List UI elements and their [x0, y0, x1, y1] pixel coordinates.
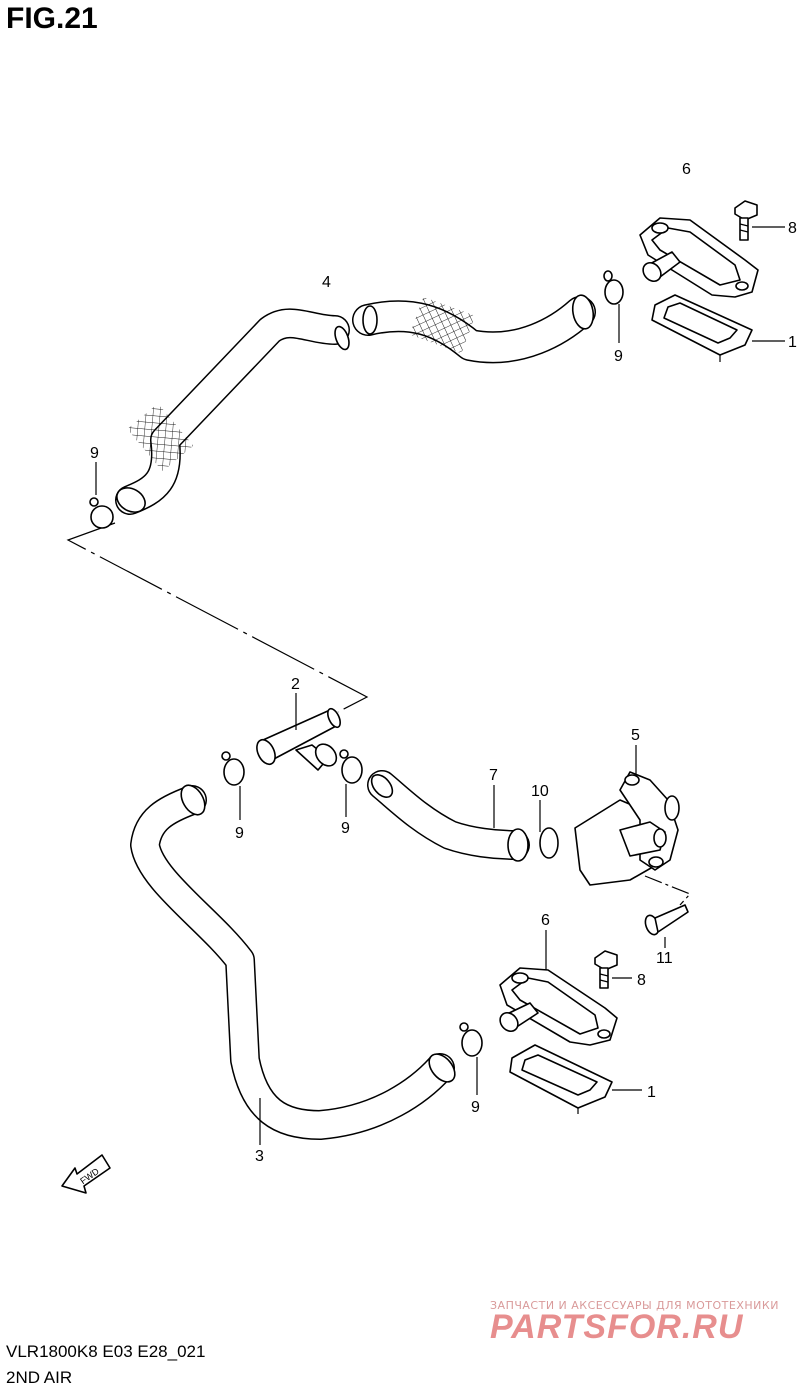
callout-9-tjoint-right: 9	[341, 820, 350, 837]
clamp-9-tjoint-right	[339, 749, 363, 817]
figure-subtitle: 2ND AIR	[6, 1368, 73, 1387]
part-6-cover-bottom	[499, 930, 618, 1046]
watermark-logo: PARTSFOR.RU	[490, 1308, 744, 1346]
callout-9-bottom: 9	[471, 1099, 480, 1116]
bolt-8-bottom	[594, 950, 632, 989]
callout-1-top: 1	[788, 334, 797, 351]
part-1-gasket-top	[651, 294, 785, 362]
fwd-arrow-icon: FWD	[61, 1154, 111, 1194]
callout-3: 3	[255, 1148, 264, 1165]
clamp-9-top-right	[603, 270, 624, 343]
callout-11: 11	[656, 950, 673, 967]
clamp-9-tjoint-left	[221, 751, 245, 820]
callout-6-top: 6	[682, 161, 691, 178]
callout-9-top-right: 9	[614, 348, 623, 365]
callout-10: 10	[531, 783, 549, 800]
callout-5: 5	[631, 727, 640, 744]
watermark-tagline: ЗАПЧАСТИ И АКСЕССУАРЫ ДЛЯ МОТОТЕХНИКИ	[490, 1299, 779, 1312]
bolt-8-top	[734, 200, 785, 241]
part-4-hose	[115, 308, 350, 515]
figure-title: FIG.21	[6, 2, 98, 35]
callout-7: 7	[489, 767, 498, 784]
figure-code: VLR1800K8 E03 E28_021	[6, 1342, 206, 1361]
clamp-9-left	[89, 462, 114, 529]
callout-9-tjoint-left: 9	[235, 825, 244, 842]
part-7-hose	[367, 770, 530, 862]
part-5-valve	[574, 745, 680, 886]
callout-2: 2	[291, 676, 300, 693]
part-6-cover-top	[639, 217, 759, 298]
callout-9-left: 9	[90, 445, 99, 462]
callout-6-bottom: 6	[541, 912, 550, 929]
callout-8-top: 8	[788, 220, 797, 237]
callout-1-bottom: 1	[647, 1084, 656, 1101]
screw-11	[644, 904, 689, 948]
part-2-t-joint	[256, 693, 341, 771]
callout-4: 4	[322, 274, 331, 291]
part-1-gasket-bottom	[509, 1044, 642, 1114]
clamp-9-bottom	[459, 1022, 483, 1095]
part-3-hose	[130, 784, 456, 1145]
callout-8-bottom: 8	[637, 972, 646, 989]
clamp-10	[539, 800, 559, 859]
connector-line-lower	[644, 875, 692, 906]
connector-line-upper	[66, 522, 369, 713]
part-4-hose-right	[352, 294, 596, 364]
